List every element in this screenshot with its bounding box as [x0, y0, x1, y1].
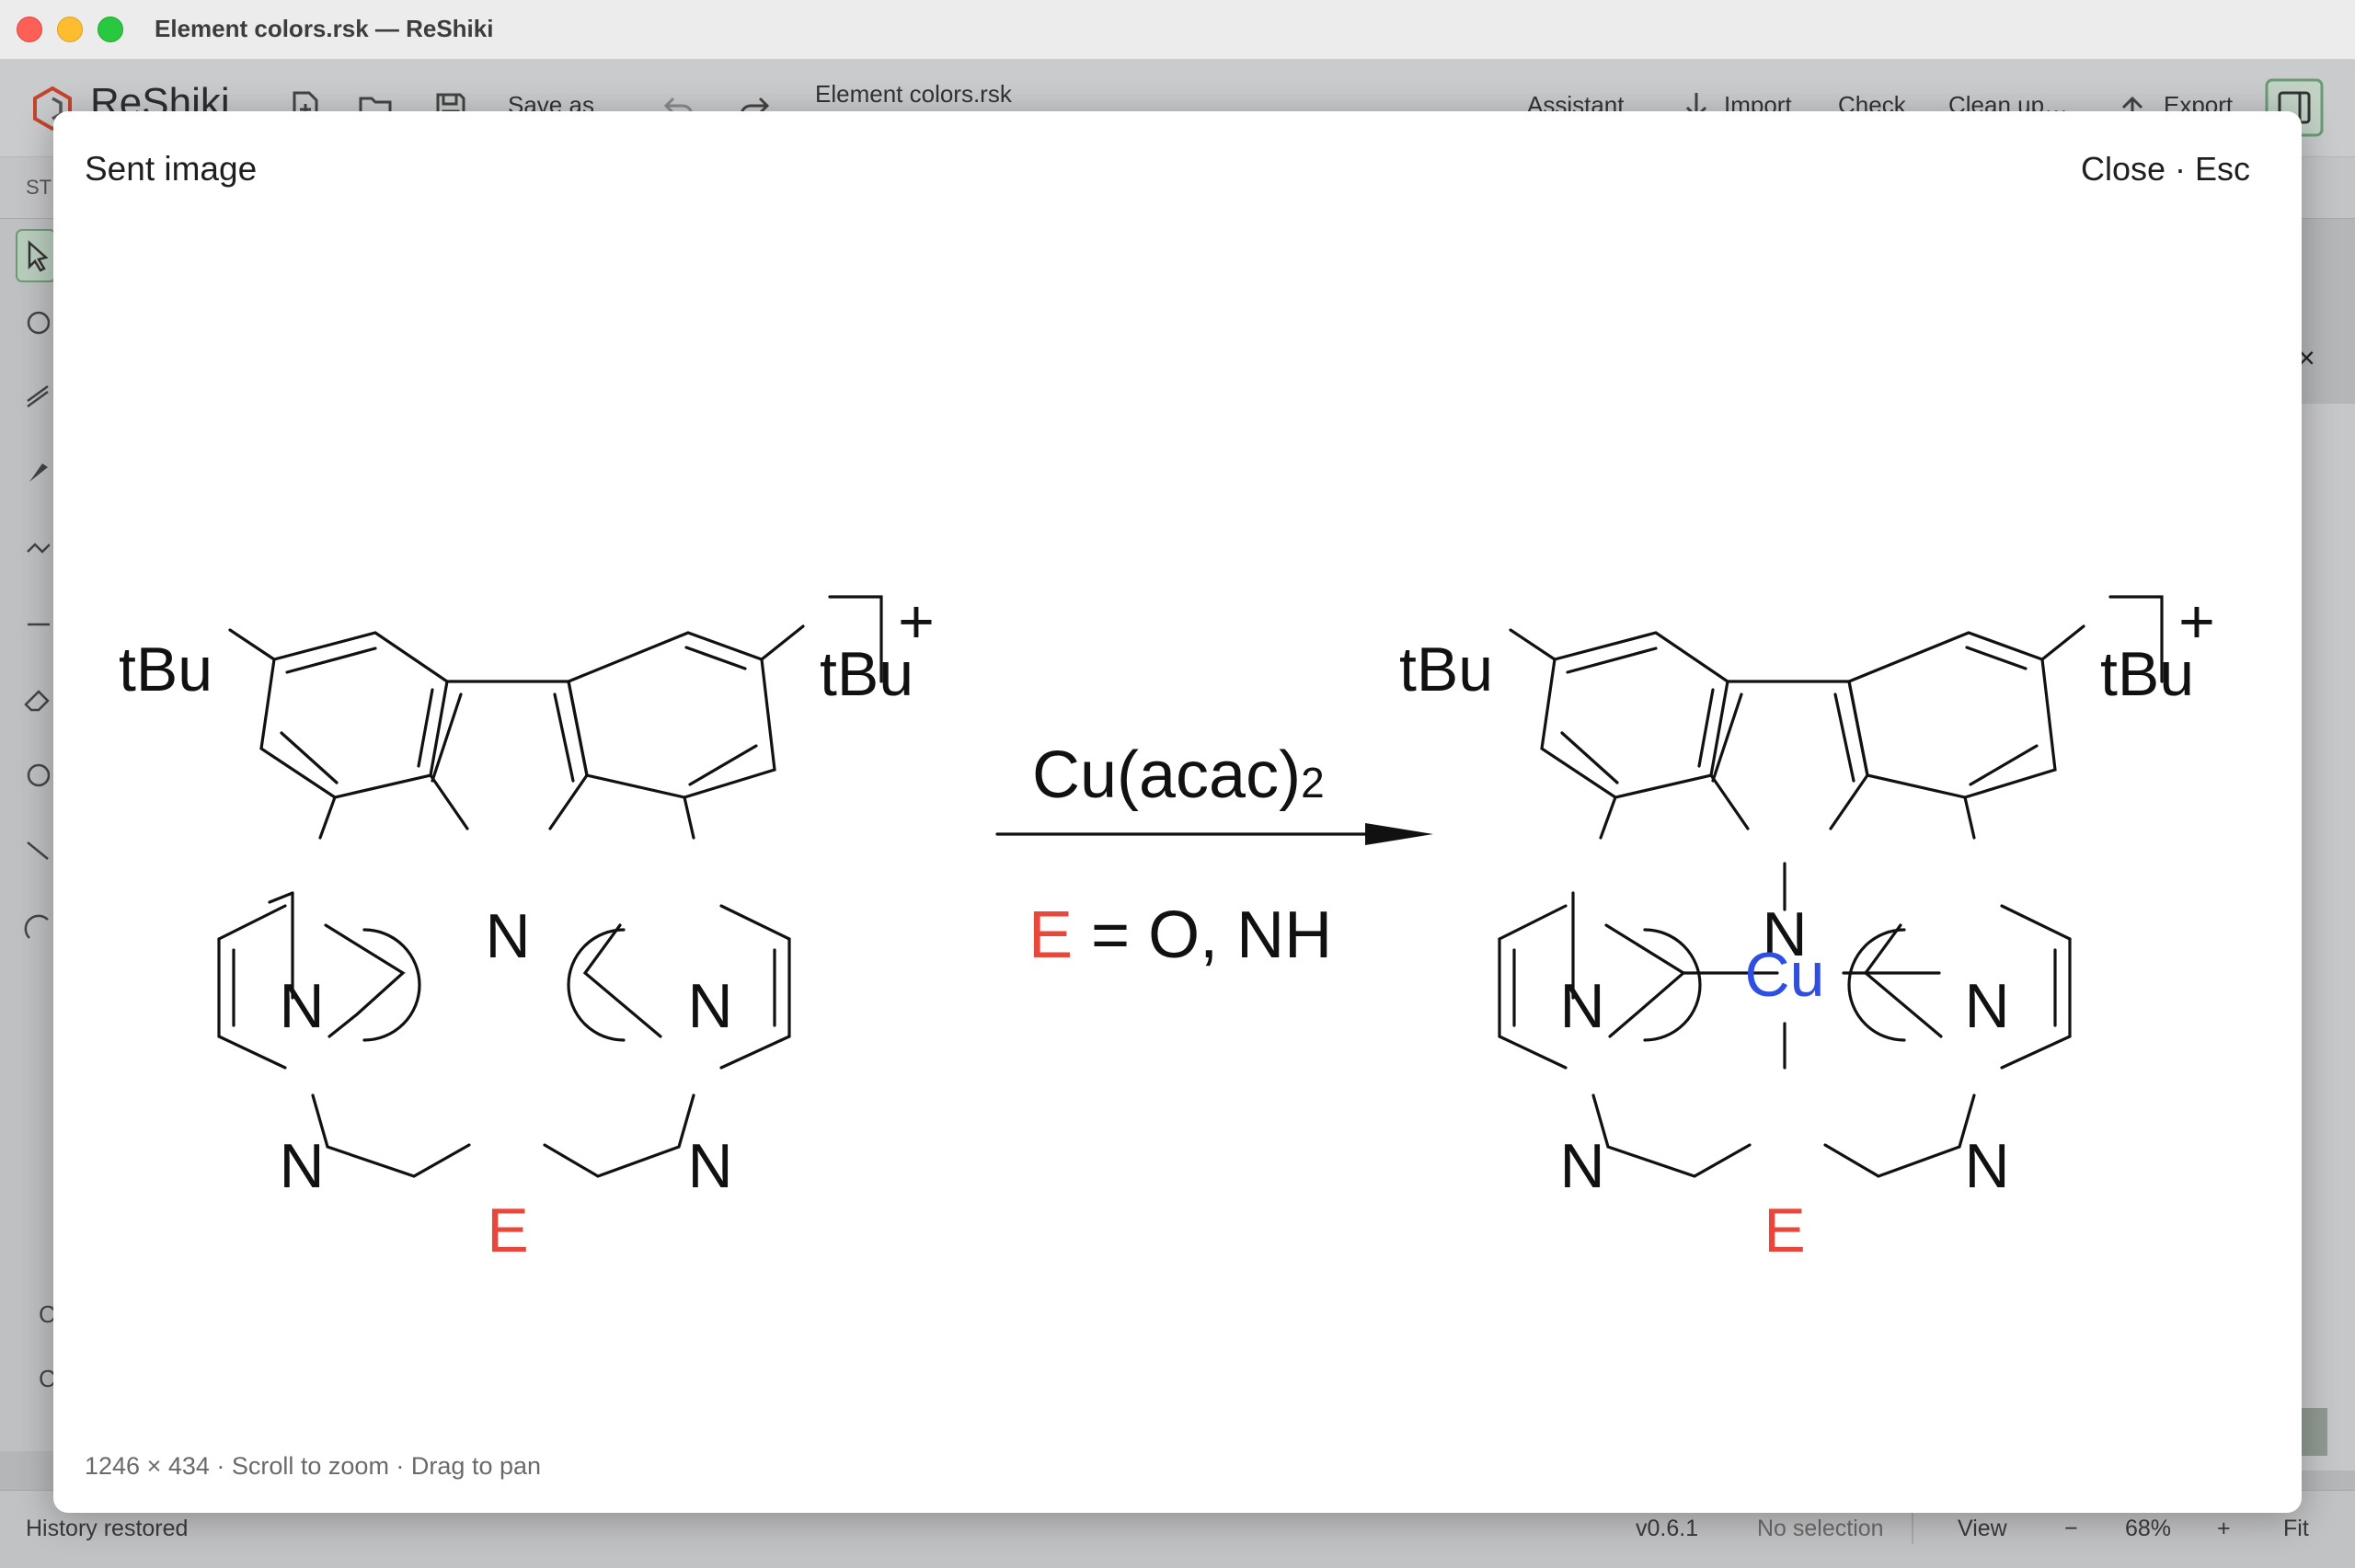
right-panel [2302, 404, 2355, 1471]
left-imidazole-n3-label: N [687, 971, 732, 1041]
left-tbu-label-2: tBu [820, 639, 913, 709]
minimize-window-button[interactable] [57, 17, 83, 42]
zoom-in-button[interactable]: + [2217, 1516, 2231, 1541]
right-e-label: E [1763, 1196, 1805, 1265]
zoom-level: 68% [2125, 1516, 2172, 1541]
right-imidazole-n1-label: N [1559, 971, 1604, 1041]
status-divider [1912, 1511, 1913, 1544]
reagent-label: Cu(acac)2 [1032, 738, 1325, 812]
panel-close-icon[interactable]: × [2298, 341, 2315, 374]
single-bond-tool-icon[interactable] [22, 611, 50, 638]
right-tbu-label-1: tBu [1399, 635, 1493, 704]
line-tool-icon[interactable] [22, 837, 50, 864]
selection-status: No selection [1757, 1516, 1884, 1541]
left-imidazole-n2-label: N [279, 1131, 324, 1201]
right-carbazole-n-label: N [1762, 899, 1807, 969]
zoom-out-button[interactable]: − [2064, 1516, 2078, 1541]
version-label: v0.6.1 [1636, 1516, 1699, 1541]
left-e-label: E [487, 1196, 528, 1265]
right-imidazole-n3-label: N [1964, 971, 2009, 1041]
right-tbu-label-2: tBu [2100, 639, 2194, 709]
fit-button[interactable]: Fit [2283, 1516, 2309, 1541]
close-window-button[interactable] [17, 17, 42, 42]
left-carbazole-n-label: N [485, 901, 530, 971]
eraser-tool-icon[interactable] [22, 686, 50, 714]
wedge-tool-icon[interactable] [22, 460, 50, 487]
left-imidazole-n4-label: N [687, 1131, 732, 1201]
window-title: Element colors.rsk — ReShiki [155, 15, 494, 42]
chain-tool-icon[interactable] [22, 535, 50, 563]
modal-footer-hint: 1246 × 434 · Scroll to zoom · Drag to pa… [85, 1452, 542, 1480]
sidebar-label-2: C [39, 1365, 56, 1392]
circle-tool-icon[interactable] [22, 761, 50, 789]
panel-scroll-handle[interactable] [2302, 1408, 2327, 1456]
subbar-label: ST [26, 176, 52, 199]
sidebar-label-1: C [39, 1300, 56, 1328]
view-menu[interactable]: View [1958, 1516, 2007, 1541]
document-name: Element colors.rsk [815, 80, 1012, 108]
reaction-scheme-image[interactable]: tBu tBu + N N N N N E tBu tBu + N N N N … [53, 111, 2302, 1513]
history-status: History restored [26, 1516, 189, 1541]
ring-tool-icon[interactable] [22, 309, 50, 337]
right-imidazole-n2-label: N [1559, 1131, 1604, 1201]
right-imidazole-n4-label: N [1964, 1131, 2009, 1201]
zoom-window-button[interactable] [98, 17, 123, 42]
reaction-arrowhead [1365, 823, 1433, 845]
left-tbu-label-1: tBu [119, 635, 213, 704]
right-cu-label: Cu [1745, 940, 1825, 1010]
double-bond-tool-icon[interactable] [22, 384, 50, 412]
left-charge-label: + [898, 587, 935, 657]
condition-label: E = O, NH [1028, 898, 1332, 972]
tool-sidebar: C C S [0, 219, 56, 1506]
sent-image-modal: Sent image Close · Esc [53, 111, 2302, 1513]
select-tool-icon[interactable] [15, 228, 55, 283]
modal-close-button[interactable]: Close · Esc [2080, 150, 2250, 188]
modal-title: Sent image [85, 150, 258, 188]
right-charge-label: + [2178, 587, 2215, 657]
window-titlebar: Element colors.rsk — ReShiki [0, 0, 2355, 60]
arc-tool-icon[interactable] [22, 912, 50, 940]
left-imidazole-n1-label: N [279, 971, 324, 1041]
